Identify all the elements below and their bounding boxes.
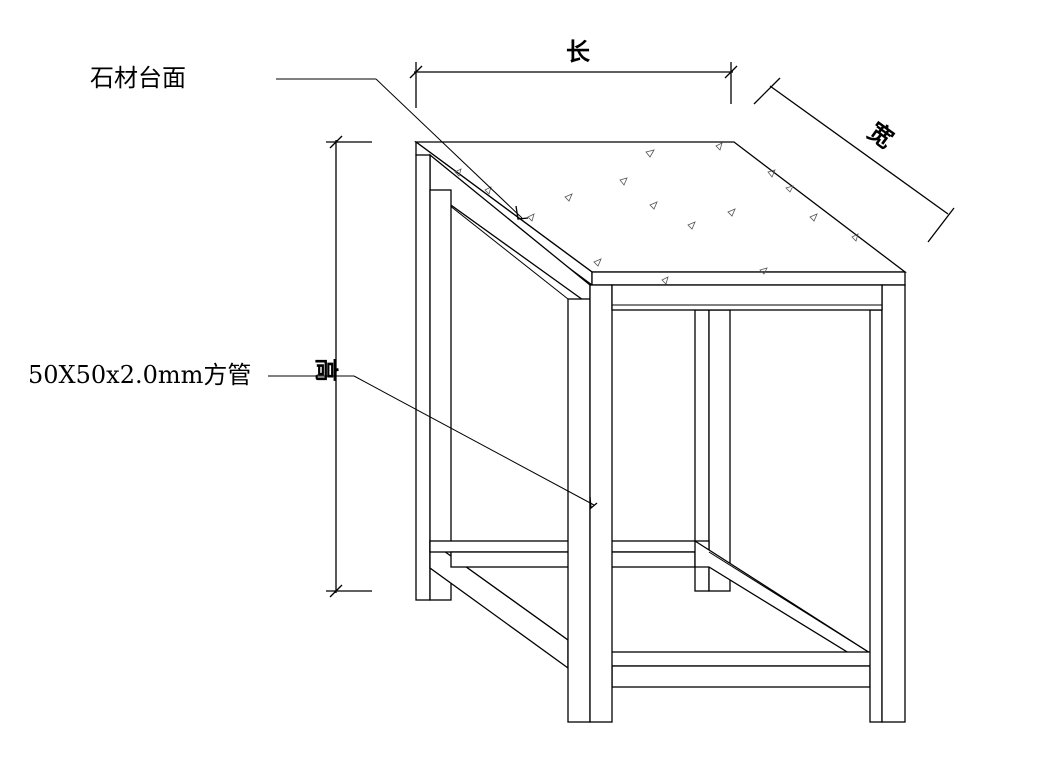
front-center-leg [567, 284, 613, 723]
front-right-leg [869, 284, 906, 723]
front-top-rail [611, 284, 883, 311]
countertop-label: 石材台面 [90, 64, 186, 92]
height-dimension: 高 [312, 135, 372, 598]
length-dimension: 长 [409, 37, 738, 108]
right-bottom-rail [694, 539, 871, 668]
height-label: 高 [312, 358, 341, 382]
front-bottom-rail [589, 651, 883, 688]
back-right-leg [694, 309, 731, 592]
countertop-leader: 石材台面 [90, 64, 529, 220]
length-label: 长 [566, 37, 591, 66]
tube-leader: 50X50x2.0mm方管 [28, 361, 598, 510]
front-left-leg [415, 154, 452, 601]
width-label: 宽 [863, 116, 899, 154]
stone-texture-specks [454, 142, 859, 285]
tube-label: 50X50x2.0mm方管 [28, 361, 251, 389]
stone-countertop [414, 140, 907, 287]
